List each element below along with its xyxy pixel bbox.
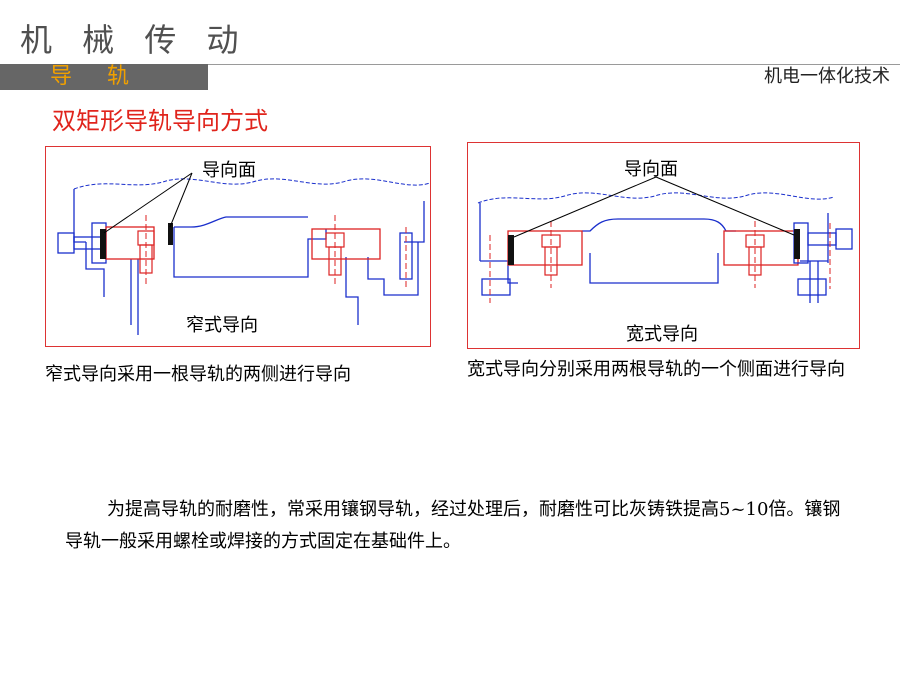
slide-heading: 双矩形导轨导向方式 [52, 107, 268, 135]
guide-surface-label: 导向面 [624, 159, 678, 180]
narrow-guide-caption: 窄式导向采用一根导轨的两侧进行导向 [45, 364, 351, 385]
narrow-guide-drawing [57, 172, 430, 335]
course-subject: 机电一体化技术 [764, 66, 890, 87]
slide-main-title: 机 械 传 动 [20, 21, 249, 59]
wide-guide-caption: 宽式导向分别采用两根导轨的一个侧面进行导向 [467, 359, 845, 380]
wide-guide-drawing [477, 176, 853, 303]
wide-guide-figure: 导向面 宽式导向 [467, 142, 860, 349]
section-tab [0, 64, 208, 90]
guide-surface-label: 导向面 [202, 160, 256, 181]
narrow-guide-name: 窄式导向 [186, 315, 258, 336]
section-label: 导 轨 [50, 64, 143, 89]
title-divider [0, 64, 900, 65]
body-paragraph: 为提高导轨的耐磨性，常采用镶钢导轨，经过处理后，耐磨性可比灰铸铁提高5~10倍。… [65, 494, 855, 558]
body-text: 为提高导轨的耐磨性，常采用镶钢导轨，经过处理后，耐磨性可比灰铸铁提高5~10倍。… [65, 499, 841, 552]
wide-guide-name: 宽式导向 [626, 324, 698, 345]
narrow-guide-figure: 导向面 窄式导向 [45, 146, 431, 347]
